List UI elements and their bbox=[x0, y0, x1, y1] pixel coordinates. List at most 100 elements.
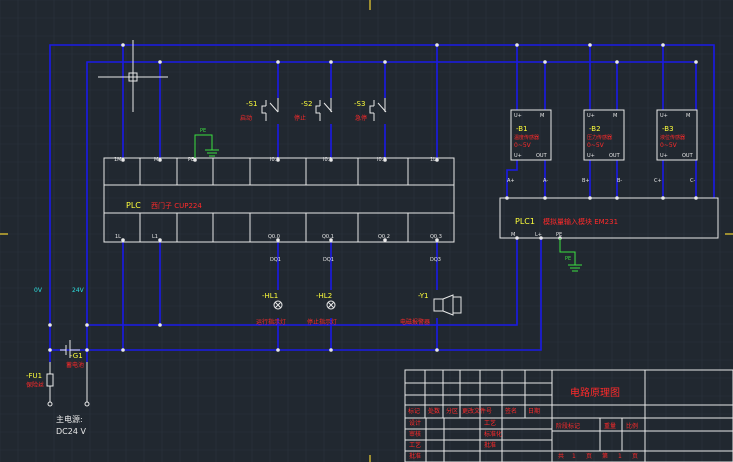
plc-pin-m: M bbox=[154, 157, 158, 163]
sensor-b2-pin-u: U+ bbox=[587, 113, 595, 119]
fuse-desc: 保险丝 bbox=[26, 381, 44, 389]
sensor-b1-tag: -B1 bbox=[516, 125, 528, 133]
plc-pin-l1: L1 bbox=[152, 234, 158, 240]
sensor-b2-pin-m: M bbox=[613, 113, 617, 119]
sensor-b3[interactable]: U+ M -B3 液位传感器 0~5V U+ OUT bbox=[656, 109, 698, 161]
plc-pin-i02: I0.2 bbox=[377, 157, 386, 163]
lamp-hl2-wire: DQ1 bbox=[323, 257, 334, 263]
plc-pin-q03: Q0.3 bbox=[430, 234, 442, 240]
buzzer-y1-tag: -Y1 bbox=[418, 292, 428, 300]
sensor-b3-pin-out: OUT bbox=[682, 153, 694, 159]
sensor-b3-range: 0~5V bbox=[660, 142, 678, 149]
sensor-b2-pin-u2: U+ bbox=[587, 153, 595, 159]
tb-sheet-no-num: 1 bbox=[618, 453, 622, 460]
sensor-b1-pin-out: OUT bbox=[536, 153, 548, 159]
plc-pin-i00: I0.0 bbox=[270, 157, 279, 163]
buzzer-y1-wire: DQ3 bbox=[430, 257, 441, 263]
lamp-hl2[interactable]: DQ1 -HL2 停止指示灯 bbox=[307, 257, 337, 326]
plc1-pin-c-minus: C- bbox=[690, 178, 695, 184]
tb-mid-process: 工艺 bbox=[484, 419, 496, 427]
switch-s2-desc: 停止 bbox=[294, 114, 306, 122]
plc1-pin-b-plus: B+ bbox=[582, 178, 590, 184]
sensor-b3-tag: -B3 bbox=[662, 125, 674, 133]
switch-s3[interactable]: -S3 急停 bbox=[354, 98, 387, 122]
switch-s3-tag: -S3 bbox=[354, 100, 365, 108]
tb-sheet-no: 第 bbox=[602, 452, 608, 460]
plc-pe-ground: PE bbox=[194, 128, 219, 158]
sensor-b2-pin-out: OUT bbox=[609, 153, 621, 159]
tb-weight: 重量 bbox=[604, 422, 616, 430]
sensor-b1-desc: 温度传感器 bbox=[514, 134, 539, 141]
tb-sheet-page1: 页 bbox=[586, 453, 592, 460]
plc1-pin-b-minus: B- bbox=[617, 178, 622, 184]
tb-header-mark: 标记 bbox=[408, 407, 420, 415]
tb-sheet-total: 共 bbox=[558, 452, 564, 460]
buzzer-y1-desc: 电磁报警器 bbox=[400, 318, 430, 326]
switch-s2-tag: -S2 bbox=[301, 100, 312, 108]
plc1-pe-ground: PE bbox=[559, 238, 582, 272]
plc1-pe-label: PE bbox=[565, 256, 571, 262]
plc1-module[interactable]: A+ A- B+ B- C+ C- PLC1 模拟量输入模块 EM231 M L… bbox=[499, 178, 719, 239]
buzzer-y1[interactable]: DQ3 -Y1 电磁报警器 bbox=[400, 257, 462, 326]
plc-pin-bottom-1l: 1L bbox=[115, 234, 121, 240]
drawing-title: 电路原理图 bbox=[570, 386, 620, 399]
sensor-b1-pin-u2: U+ bbox=[514, 153, 522, 159]
plc1-pin-c-plus: C+ bbox=[654, 178, 662, 184]
supply-tag: -G1 bbox=[70, 352, 83, 360]
switch-s1-tag: -S1 bbox=[246, 100, 257, 108]
plc-pin-1l: 1L bbox=[430, 157, 436, 163]
lamp-hl2-tag: -HL2 bbox=[316, 292, 332, 300]
power-wiring bbox=[49, 44, 715, 362]
tb-header-sign: 签名 bbox=[505, 407, 517, 415]
tb-mid-approve: 批准 bbox=[484, 441, 496, 449]
sensor-b2-range: 0~5V bbox=[587, 142, 605, 149]
sensor-b2[interactable]: U+ M -B2 压力传感器 0~5V U+ OUT bbox=[583, 109, 625, 161]
tb-row-process: 工艺 bbox=[409, 441, 421, 449]
plc-tag: PLC bbox=[126, 201, 141, 210]
plc-pin-i01: I0.1 bbox=[323, 157, 332, 163]
tb-stage-mark: 阶段标记 bbox=[556, 422, 580, 430]
tb-header-count: 处数 bbox=[428, 407, 440, 415]
rail-label-0v: 0V bbox=[34, 287, 43, 294]
plc-pin-1m: 1M bbox=[114, 157, 122, 163]
switch-s3-desc: 急停 bbox=[355, 114, 367, 122]
tb-header-change: 更改文件号 bbox=[462, 407, 492, 415]
tb-scale: 比例 bbox=[626, 422, 638, 430]
plc-description: 西门子 CUP224 bbox=[151, 201, 202, 210]
plc1-pin-a-minus: A- bbox=[543, 178, 548, 184]
plc1-tag: PLC1 bbox=[515, 217, 535, 226]
plc1-pin-l: L+ bbox=[535, 232, 542, 238]
tb-mid-standard: 标准化 bbox=[484, 430, 502, 438]
tb-header-date: 日期 bbox=[528, 407, 540, 415]
switch-s2[interactable]: -S2 停止 bbox=[294, 98, 333, 122]
switch-s1[interactable]: -S1 启动 bbox=[240, 98, 279, 122]
power-supply[interactable]: 0V 24V -G1 蓄电池 -FU1 保险丝 主电源: DC24 V bbox=[26, 287, 90, 436]
sensor-b3-pin-m: M bbox=[686, 113, 690, 119]
main-power-label: 主电源: bbox=[56, 414, 83, 424]
sensor-b2-tag: -B2 bbox=[589, 125, 601, 133]
tb-sheet-page2: 页 bbox=[632, 453, 638, 460]
plc-pin-q00: Q0.0 bbox=[268, 234, 280, 240]
plc-module[interactable]: PLC 西门子 CUP224 1M M PE I0.0 I0.1 I0.2 1L… bbox=[103, 157, 455, 243]
plc1-pin-m: M bbox=[511, 232, 515, 238]
sensor-b1-pin-m: M bbox=[540, 113, 544, 119]
crosshair-cursor bbox=[98, 40, 168, 112]
fuse-tag: -FU1 bbox=[26, 372, 42, 380]
plc1-description: 模拟量输入模块 EM231 bbox=[543, 217, 618, 226]
sensor-b2-desc: 压力传感器 bbox=[587, 134, 612, 141]
plc-pin-pe: PE bbox=[188, 157, 194, 163]
lamp-hl1-tag: -HL1 bbox=[262, 292, 278, 300]
sensor-b1-range: 0~5V bbox=[514, 142, 532, 149]
tb-sheet-total-num: 1 bbox=[572, 453, 576, 460]
lamp-hl1[interactable]: DQ1 -HL1 运行指示灯 bbox=[256, 257, 286, 326]
plc1-pin-a-plus: A+ bbox=[507, 178, 515, 184]
sensor-b1-pin-u: U+ bbox=[514, 113, 522, 119]
sensor-b1[interactable]: U+ M -B1 温度传感器 0~5V U+ OUT bbox=[510, 109, 552, 161]
switch-s1-desc: 启动 bbox=[240, 114, 252, 122]
main-power-value: DC24 V bbox=[56, 427, 86, 436]
tb-row-approve: 批准 bbox=[409, 452, 421, 460]
title-block: 电路原理图 标记 处数 分区 更改文件号 签名 日期 设计 审核 工艺 批准 工… bbox=[404, 369, 733, 462]
tb-row-check: 审核 bbox=[409, 430, 421, 438]
